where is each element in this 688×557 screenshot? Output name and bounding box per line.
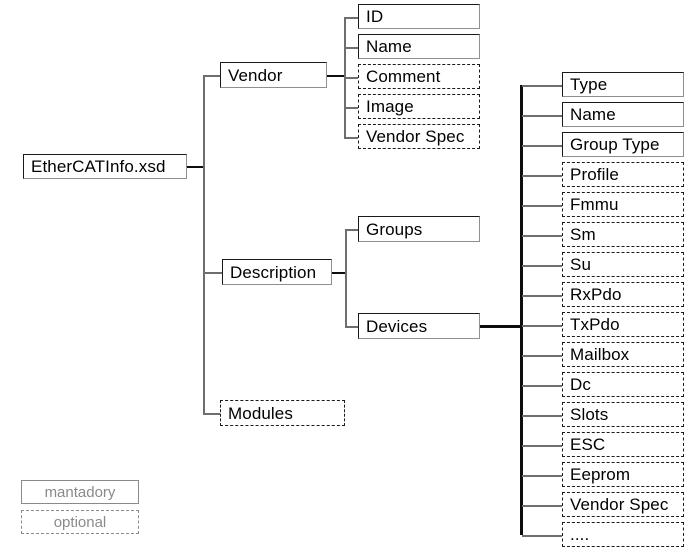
connector-devices-to-type xyxy=(522,85,562,87)
legend-optional: optional xyxy=(21,510,139,534)
connector-devices-to-mailbox xyxy=(522,355,562,357)
legend-mandatory-label: mantadory xyxy=(44,483,116,501)
connector-root-stub xyxy=(187,166,205,168)
connector-vendor-to-comment xyxy=(344,77,359,79)
connector-devices-to-vendor-spec xyxy=(522,505,562,507)
connector-vendor-stub xyxy=(327,75,345,77)
node-label: Name xyxy=(570,105,616,124)
node-devices[interactable]: Devices xyxy=(358,313,480,339)
connector-root-to-vendor xyxy=(203,75,221,77)
node-vendor-vendor-spec[interactable]: Vendor Spec xyxy=(358,124,480,149)
connector-devices-to-dc xyxy=(522,385,562,387)
node-label: Profile xyxy=(570,165,619,184)
node-device-mailbox[interactable]: Mailbox xyxy=(562,342,684,367)
node-device-esc[interactable]: ESC xyxy=(562,432,684,457)
node-device-group-type[interactable]: Group Type xyxy=(562,132,684,157)
node-label: Slots xyxy=(570,405,609,424)
node-label: Mailbox xyxy=(570,345,630,364)
connector-vendor-to-name xyxy=(344,47,359,49)
node-device-type[interactable]: Type xyxy=(562,72,684,97)
connector-root-to-modules xyxy=(203,413,221,415)
connector-devices-stub xyxy=(480,325,522,328)
node-vendor-image[interactable]: Image xyxy=(358,94,480,119)
node-vendor[interactable]: Vendor xyxy=(220,62,327,88)
connector-devices-to-sm xyxy=(522,235,562,237)
node-device-rxpdo[interactable]: RxPdo xyxy=(562,282,684,307)
node-label: Vendor Spec xyxy=(570,495,669,514)
node-label: .... xyxy=(570,525,590,544)
legend-optional-label: optional xyxy=(53,513,107,531)
node-label: EtherCATInfo.xsd xyxy=(31,157,166,176)
connector-devices-to-fmmu xyxy=(522,205,562,207)
node-label: Vendor Spec xyxy=(366,127,465,146)
connector-devices-to-group-type xyxy=(522,145,562,147)
node-device-more[interactable]: .... xyxy=(562,522,684,547)
node-label: Modules xyxy=(228,403,293,423)
connector-vendor-to-vendor-spec xyxy=(344,137,359,139)
node-label: Description xyxy=(230,262,317,282)
node-label: Comment xyxy=(366,67,441,86)
node-device-su[interactable]: Su xyxy=(562,252,684,277)
node-label: Eeprom xyxy=(570,465,631,484)
node-label: Sm xyxy=(570,225,596,244)
node-device-sm[interactable]: Sm xyxy=(562,222,684,247)
node-label: TxPdo xyxy=(570,315,620,334)
connector-devices-to-profile xyxy=(522,175,562,177)
node-label: Type xyxy=(570,75,608,94)
connector-root-trunk xyxy=(203,75,205,414)
node-label: ESC xyxy=(570,435,606,454)
connector-description-to-groups xyxy=(345,229,359,231)
node-vendor-name[interactable]: Name xyxy=(358,34,480,59)
connector-description-to-devices xyxy=(345,326,359,328)
node-label: Groups xyxy=(366,219,423,239)
connector-devices-to-name xyxy=(522,115,562,117)
connector-devices-to-txpdo xyxy=(522,325,562,327)
connector-devices-to-slots xyxy=(522,415,562,417)
node-device-fmmu[interactable]: Fmmu xyxy=(562,192,684,217)
connector-root-to-description xyxy=(203,272,223,274)
node-modules[interactable]: Modules xyxy=(220,400,345,426)
connector-description-stub xyxy=(332,272,346,274)
node-label: Dc xyxy=(570,375,591,394)
node-groups[interactable]: Groups xyxy=(358,216,480,242)
node-description[interactable]: Description xyxy=(222,259,332,285)
node-device-txpdo[interactable]: TxPdo xyxy=(562,312,684,337)
connector-description-trunk xyxy=(345,229,347,327)
connector-devices-to-su xyxy=(522,265,562,267)
node-label: Vendor xyxy=(228,65,283,85)
node-label: RxPdo xyxy=(570,285,622,304)
node-device-eeprom[interactable]: Eeprom xyxy=(562,462,684,487)
node-vendor-comment[interactable]: Comment xyxy=(358,64,480,89)
connector-devices-to-esc xyxy=(522,445,562,447)
node-label: Group Type xyxy=(570,135,660,154)
node-device-dc[interactable]: Dc xyxy=(562,372,684,397)
node-ethercatinfo-xsd[interactable]: EtherCATInfo.xsd xyxy=(23,154,187,179)
node-device-vendor-spec[interactable]: Vendor Spec xyxy=(562,492,684,517)
connector-devices-to-rxpdo xyxy=(522,295,562,297)
connector-devices-to-more xyxy=(522,535,562,537)
node-label: Devices xyxy=(366,316,428,336)
node-label: Su xyxy=(570,255,591,274)
connector-vendor-to-id xyxy=(344,17,359,19)
node-label: Name xyxy=(366,37,412,56)
node-device-slots[interactable]: Slots xyxy=(562,402,684,427)
node-label: ID xyxy=(366,7,384,26)
connector-devices-to-eeprom xyxy=(522,475,562,477)
node-vendor-id[interactable]: ID xyxy=(358,4,480,29)
node-label: Image xyxy=(366,97,414,116)
node-label: Fmmu xyxy=(570,195,619,214)
node-device-name[interactable]: Name xyxy=(562,102,684,127)
connector-devices-trunk xyxy=(520,85,523,535)
node-device-profile[interactable]: Profile xyxy=(562,162,684,187)
legend-mandatory: mantadory xyxy=(21,480,139,504)
connector-vendor-to-image xyxy=(344,107,359,109)
